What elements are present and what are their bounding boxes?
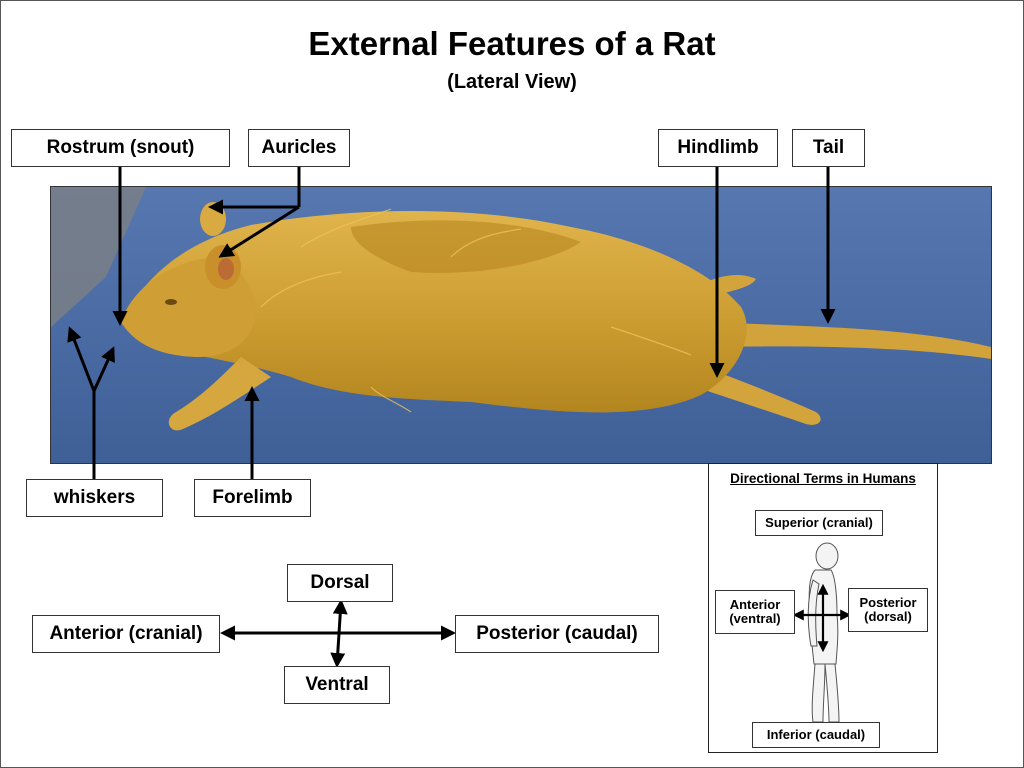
human-label-anterior: Anterior (ventral) (715, 590, 795, 634)
label-hindlimb: Hindlimb (658, 129, 778, 167)
label-dorsal: Dorsal (287, 564, 393, 602)
rat-body (125, 211, 747, 413)
whiskers-arrow-right (92, 346, 115, 392)
human-figure (792, 542, 852, 723)
rat-tail (711, 322, 991, 359)
label-rostrum: Rostrum (snout) (11, 129, 230, 167)
label-ventral: Ventral (284, 666, 390, 704)
rat-back-shadow (351, 220, 581, 273)
human-label-inferior: Inferior (caudal) (752, 722, 880, 748)
rat-eye (165, 299, 177, 305)
rat-ear-inner (218, 258, 234, 280)
slide-title: External Features of a Rat (308, 25, 716, 62)
rat-photo (50, 186, 992, 464)
label-posterior: Posterior (caudal) (455, 615, 659, 653)
human-legs (811, 663, 840, 723)
whiskers-arrow-left (67, 326, 96, 392)
human-label-posterior: Posterior (dorsal) (848, 588, 928, 632)
label-whiskers: whiskers (26, 479, 163, 517)
human-panel-title: Directional Terms in Humans (730, 471, 916, 486)
human-directions-panel: Directional Terms in Humans Superior (cr… (708, 463, 938, 753)
label-forelimb: Forelimb (194, 479, 311, 517)
fur-strands (260, 208, 692, 413)
rat-forelimb (168, 357, 271, 431)
label-anterior: Anterior (cranial) (32, 615, 220, 653)
photo-corner-shadow (51, 187, 146, 327)
slide-subtitle: (Lateral View) (447, 71, 577, 93)
label-auricles: Auricles (248, 129, 350, 167)
human-head (815, 542, 839, 570)
human-label-superior: Superior (cranial) (755, 510, 883, 536)
auricles-arrow-near (218, 205, 300, 258)
label-tail: Tail (792, 129, 865, 167)
dorsal-ventral-arrow (330, 599, 348, 668)
